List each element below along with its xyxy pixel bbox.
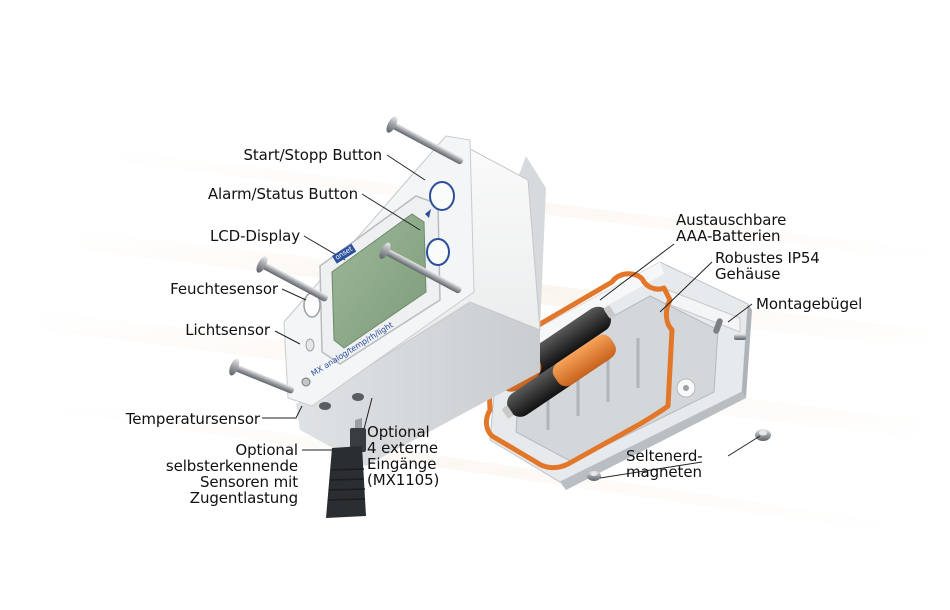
label-batteries: Austauschbare AAA-Batterien [676,211,787,245]
label-housing: Robustes IP54 Gehäuse [715,249,820,283]
sensor-probe [326,418,366,518]
gasket [483,271,675,471]
label-self-describing-sensors: Optional selbsterkennende Sensoren mit Z… [165,441,298,507]
screws [229,116,464,394]
label-alarm-status-button: Alarm/Status Button [207,185,358,203]
label-temperature-sensor: Temperatursensor [125,410,260,428]
label-light-sensor: Lichtsensor [185,321,270,339]
label-mounting-bracket: Montagebügel [756,295,863,313]
label-humidity-sensor: Feuchtesensor [170,280,278,298]
back-housing [489,261,752,490]
label-external-inputs: Optional 4 externe Eingänge (MX1105) [367,423,440,489]
label-start-stop-button: Start/Stopp Button [243,146,382,164]
magnets [587,429,771,481]
label-magnets: Seltenerd- magneten [626,447,703,481]
label-lcd-display: LCD-Display [210,227,300,245]
